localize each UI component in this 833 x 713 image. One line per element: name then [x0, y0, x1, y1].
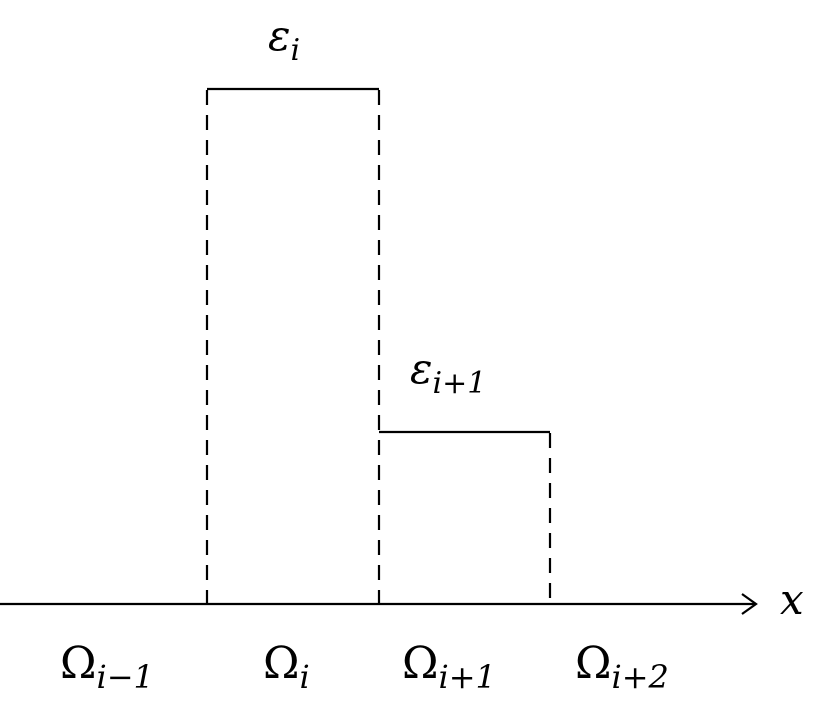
axis-label-x: x	[780, 575, 804, 624]
domain-label-i-minus-1: Ωi−1	[60, 638, 154, 696]
domain-label-i-plus-2: Ωi+2	[575, 638, 669, 696]
label-eps-i: εi	[268, 11, 300, 68]
label-eps-i1: εi+1	[410, 344, 486, 401]
domain-label-i: Ωi	[263, 638, 310, 696]
domain-label-i-plus-1: Ωi+1	[402, 638, 496, 696]
x-axis-arrowhead	[741, 593, 758, 615]
